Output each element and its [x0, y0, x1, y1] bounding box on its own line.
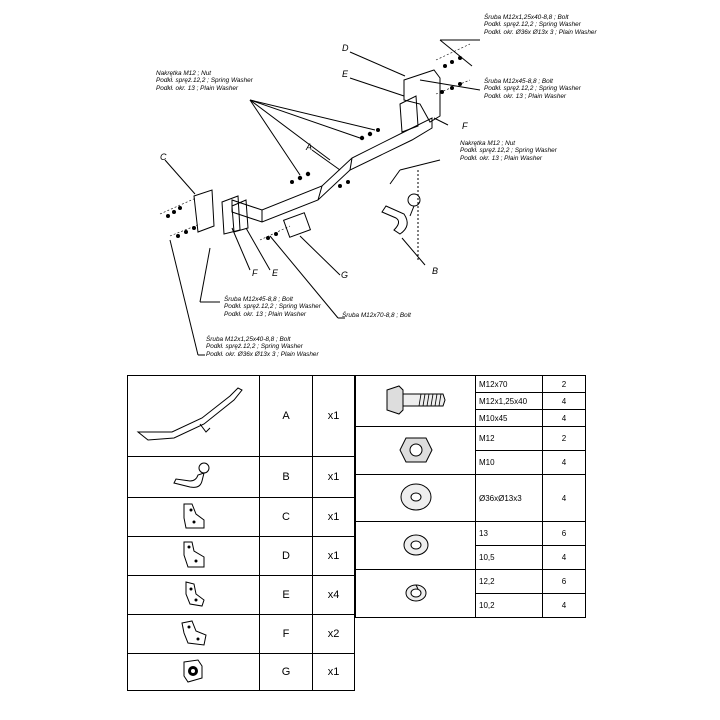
bracket-d-icon — [127, 536, 260, 576]
bracket-f-icon — [127, 614, 260, 654]
nut-icon — [355, 426, 476, 475]
hw-count: 6 — [542, 521, 586, 546]
part-code: D — [259, 536, 313, 576]
hw-count: 4 — [542, 593, 586, 618]
hw-row-plain-washer-1: 10,5 4 — [356, 545, 586, 570]
label-f-left: F — [252, 268, 258, 278]
bracket-c-icon — [127, 497, 260, 537]
label-c: C — [160, 152, 167, 162]
part-qty: x1 — [312, 456, 355, 498]
callout-bolt-g: Śruba M12x70-8,8 ; Bolt — [342, 312, 411, 319]
hw-row-bolt-0: M12x70 2 — [355, 375, 586, 427]
hw-row-large-washer: Ø36xØ13x3 4 — [355, 474, 586, 522]
bracket-f-left-drawing — [231, 199, 249, 233]
label-d: D — [342, 43, 349, 53]
hw-count: 4 — [542, 545, 586, 570]
hw-row-bolt-1: M12x1,25x40 4 — [356, 392, 586, 410]
hw-size: Ø36xØ13x3 — [475, 474, 543, 522]
hw-size: M10 — [475, 450, 543, 475]
label-e-top: E — [342, 69, 349, 79]
hw-row-spring-washer-0: 12,2 6 — [355, 569, 586, 618]
parts-row-g: G x1 — [127, 653, 355, 691]
part-qty: x4 — [312, 575, 355, 615]
plain-washer-icon — [355, 521, 476, 570]
part-code: B — [259, 456, 313, 498]
part-qty: x2 — [312, 614, 355, 654]
parts-row-b: B x1 — [127, 456, 355, 498]
parts-row-e: E x4 — [127, 575, 355, 615]
parts-row-a: A x1 — [127, 375, 355, 457]
hw-count: 4 — [542, 474, 586, 522]
hw-count: 6 — [542, 569, 586, 594]
bracket-d-drawing — [403, 69, 441, 123]
label-f-right: F — [462, 121, 468, 131]
hw-size: M10x45 — [475, 409, 543, 427]
hw-size: M12x1,25x40 — [475, 392, 543, 410]
assembly-drawing — [159, 39, 481, 356]
bracket-e-icon — [127, 575, 260, 615]
hw-row-nut-0: M12 2 — [355, 426, 586, 475]
part-code: E — [259, 575, 313, 615]
hw-count: 2 — [542, 426, 586, 451]
socket-plate-drawing — [282, 212, 312, 238]
assembly-diagram: D E F A C F E G B Śruba M12x1,25x40-8,8 … — [156, 14, 597, 358]
label-a: A — [306, 142, 313, 152]
hw-size: 13 — [475, 521, 543, 546]
part-code: F — [259, 614, 313, 654]
label-b: B — [432, 266, 439, 276]
hw-size: M12 — [475, 426, 543, 451]
bracket-c-drawing — [193, 189, 215, 233]
hw-size: 10,2 — [475, 593, 543, 618]
part-qty: x1 — [312, 497, 355, 537]
tow-ball-drawing — [381, 205, 408, 235]
hw-size: M12x70 — [475, 375, 543, 393]
spring-washer-icon — [355, 569, 476, 618]
hw-count: 4 — [542, 450, 586, 475]
label-g: G — [341, 270, 349, 280]
label-e-left: E — [272, 268, 279, 278]
hw-row-plain-washer-0: 13 6 — [355, 521, 586, 570]
hw-size: 12,2 — [475, 569, 543, 594]
hw-size: 10,5 — [475, 545, 543, 570]
large-washer-icon — [355, 474, 476, 522]
part-code: C — [259, 497, 313, 537]
socket-plate-icon — [127, 653, 260, 691]
hw-count: 2 — [542, 375, 586, 393]
part-code: G — [259, 653, 313, 691]
parts-row-d: D x1 — [127, 536, 355, 576]
tow-ball-icon — [127, 456, 260, 498]
part-qty: x1 — [312, 653, 355, 691]
hw-row-spring-washer-1: 10,2 4 — [356, 593, 586, 618]
bolt-icon — [355, 375, 476, 427]
bracket-e-right-drawing — [399, 95, 419, 133]
hw-count: 4 — [542, 392, 586, 410]
part-qty: x1 — [312, 536, 355, 576]
part-code: A — [259, 375, 313, 457]
parts-table: A x1 B x1 C x1 D x1 E x4 F x2 — [127, 375, 355, 691]
part-qty: x1 — [312, 375, 355, 457]
hw-count: 4 — [542, 409, 586, 427]
hardware-table: M12x70 2 M12x1,25x40 4 M10x45 4 M12 2 M1… — [355, 375, 586, 618]
parts-row-f: F x2 — [127, 614, 355, 654]
tow-bar-beam-icon — [127, 375, 260, 457]
parts-row-c: C x1 — [127, 497, 355, 537]
